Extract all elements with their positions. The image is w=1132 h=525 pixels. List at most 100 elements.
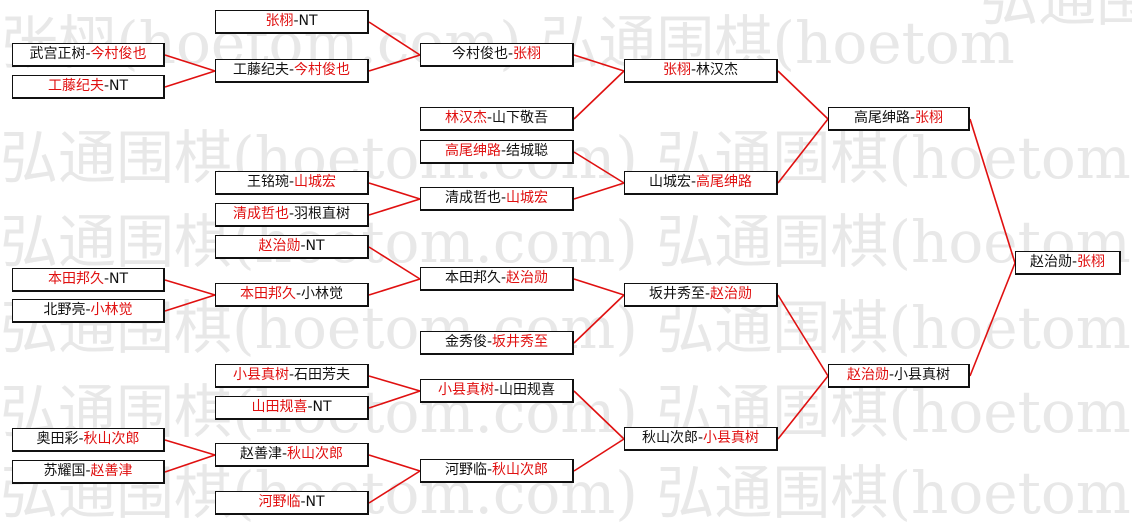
separator: - <box>281 446 288 462</box>
separator: - <box>486 110 493 126</box>
separator: - <box>103 271 110 287</box>
player-right: 坂井秀至 <box>492 334 549 350</box>
player-left: 苏耀国 <box>43 463 86 479</box>
separator: - <box>888 367 895 383</box>
player-left: 高尾绅路 <box>853 110 910 126</box>
connector-line <box>164 294 216 312</box>
player-right: 张栩 <box>915 110 944 126</box>
player-right: 今村俊也 <box>294 62 351 78</box>
match-box-r1l: 赵善津-秋山次郎 <box>215 443 369 467</box>
separator: - <box>300 494 306 510</box>
connector-line <box>368 182 421 200</box>
connector-line <box>969 262 1016 377</box>
player-right: 赵治勋 <box>710 286 753 302</box>
player-right: 林汉杰 <box>696 62 739 78</box>
player-left: 张栩 <box>662 62 691 78</box>
player-left: 河野临 <box>444 462 487 478</box>
player-right: 小林觉 <box>301 286 344 302</box>
player-left: 赵善津 <box>239 446 282 462</box>
match-box-r1h: 本田邦久-小林觉 <box>215 283 369 307</box>
player-left: 小县真树 <box>232 367 289 383</box>
connector-line <box>368 278 421 296</box>
connector-line <box>164 54 216 72</box>
player-right: 山城宏 <box>506 190 549 206</box>
player-left: 林汉杰 <box>444 110 487 126</box>
separator: - <box>103 78 110 94</box>
player-right: 张栩 <box>513 46 542 62</box>
player-right: 今村俊也 <box>90 46 147 62</box>
player-right: 小林觉 <box>90 302 133 318</box>
connector-line <box>368 454 421 472</box>
match-box-r0b2: 北野亮-小林觉 <box>12 299 165 323</box>
separator: - <box>493 382 500 398</box>
connector-line <box>573 390 625 440</box>
separator: - <box>704 286 711 302</box>
match-box-r1f: 清成哲也-羽根直树 <box>215 203 369 227</box>
player-left: 河野临 <box>258 494 301 510</box>
player-left: 赵治勋 <box>258 238 301 254</box>
match-box-r0c1: 奥田彩-秋山次郎 <box>12 428 165 452</box>
separator: - <box>486 462 493 478</box>
separator: - <box>300 238 306 254</box>
separator: - <box>697 430 704 446</box>
match-box-r3a: 张栩-林汉杰 <box>624 59 778 83</box>
separator: - <box>78 431 84 447</box>
player-left: 赵治勋 <box>846 367 889 383</box>
match-box-r1e: 王铭琬-山城宏 <box>215 171 369 195</box>
player-right: 羽根直树 <box>294 206 351 222</box>
separator: - <box>486 334 493 350</box>
connector-line <box>368 54 421 72</box>
player-right: 秋山次郎 <box>287 446 344 462</box>
connector-line <box>777 70 829 120</box>
separator: - <box>307 399 313 415</box>
player-right: 山城宏 <box>294 174 337 190</box>
connector-line <box>777 294 829 377</box>
match-box-r0c2: 苏耀国-赵善津 <box>12 460 165 484</box>
player-right: 高尾绅路 <box>696 174 753 190</box>
player-left: 王铭琬 <box>246 174 289 190</box>
player-left: 张栩 <box>265 13 294 29</box>
match-box-r3c: 坂井秀至-赵治勋 <box>624 283 778 307</box>
match-box-r2b: 清成哲也-山城宏 <box>420 187 574 211</box>
player-right: NT <box>305 238 325 254</box>
player-right: 赵善津 <box>90 463 133 479</box>
connector-line <box>368 246 421 280</box>
match-box-r1k: 山田规喜-NT <box>215 396 369 420</box>
connector-line <box>573 151 625 184</box>
player-right: NT <box>298 13 318 29</box>
match-box-r4b: 赵治勋-小县真树 <box>828 364 970 388</box>
separator: - <box>85 302 91 318</box>
separator: - <box>690 174 697 190</box>
separator: - <box>507 46 514 62</box>
separator: - <box>690 62 697 78</box>
separator: - <box>500 270 507 286</box>
match-box-r1j: 小县真树-石田芳夫 <box>215 364 369 388</box>
match-box-r0b1: 本田邦久-NT <box>12 268 165 292</box>
separator: - <box>500 190 507 206</box>
player-left: 今村俊也 <box>451 46 508 62</box>
separator: - <box>288 62 295 78</box>
player-left: 金秀俊 <box>444 334 487 350</box>
separator: - <box>85 46 91 62</box>
match-box-r2d: 小县真树-山田规喜 <box>420 379 574 403</box>
connector-line <box>368 21 421 56</box>
match-box-r1g: 赵治勋-NT <box>215 235 369 259</box>
separator: - <box>288 174 295 190</box>
player-right: 结城聪 <box>506 143 549 159</box>
match-box-r3d: 秋山次郎-小县真树 <box>624 427 778 451</box>
player-left: 高尾绅路 <box>444 143 501 159</box>
player-right: 石田芳夫 <box>294 367 351 383</box>
connector-line <box>573 294 625 344</box>
player-left: 山城宏 <box>648 174 691 190</box>
separator: - <box>288 206 295 222</box>
match-box-r0a2: 工藤纪夫-NT <box>12 75 165 99</box>
player-left: 赵治勋 <box>1029 254 1072 270</box>
player-left: 山田规喜 <box>251 399 308 415</box>
player-right: 小县真树 <box>894 367 951 383</box>
player-left: 本田邦久 <box>444 270 501 286</box>
player-right: 秋山次郎 <box>492 462 549 478</box>
player-left: 工藤纪夫 <box>232 62 289 78</box>
player-left: 本田邦久 <box>239 286 296 302</box>
player-left: 坂井秀至 <box>648 286 705 302</box>
player-right: 秋山次郎 <box>83 431 140 447</box>
